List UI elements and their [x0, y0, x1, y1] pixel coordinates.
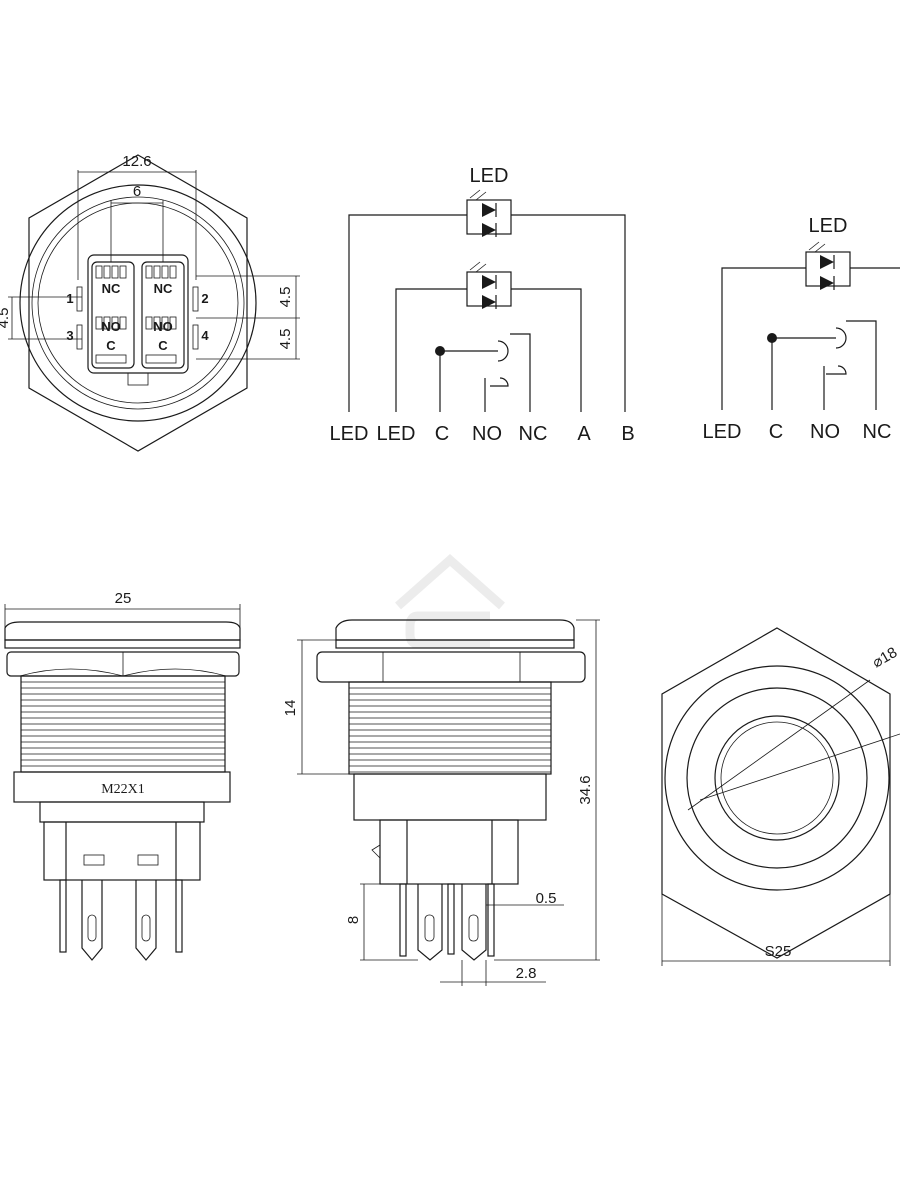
- dim-thread-length: 14: [282, 700, 299, 717]
- pin-number-1: 1: [66, 291, 73, 306]
- contact-label-nc-left: NC: [102, 281, 121, 296]
- watermark-logo: [395, 553, 505, 649]
- profile-view: 14 34.6 8 0.5 2.8: [282, 619, 600, 986]
- dim-outer-width: 12.6: [122, 153, 151, 170]
- terminal-label-3: C: [435, 423, 449, 445]
- terminal-label-7: B: [621, 423, 634, 445]
- contact-label-c-right: C: [158, 338, 168, 353]
- dim-right-pitch-bottom: 4.5: [277, 329, 294, 350]
- dim-hex-size: S25: [765, 943, 792, 960]
- thread-label: M22X1: [101, 782, 145, 797]
- schematic-single: LED LED C NO NC: [703, 215, 900, 443]
- led-title-single: LED: [809, 215, 848, 237]
- terminal-label-single-4: NC: [863, 421, 892, 443]
- terminal-label-single-2: C: [769, 421, 783, 443]
- schematic-bicolor: LED LED LED C NO NC A B: [330, 165, 635, 445]
- dim-diameter: ⌀18: [870, 644, 900, 672]
- dim-side-width: 25: [115, 590, 132, 607]
- terminal-label-1: LED: [330, 423, 369, 445]
- dim-right-pitch-top: 4.5: [277, 287, 294, 308]
- contact-label-no-right: NO: [153, 319, 173, 334]
- pin-number-4: 4: [201, 328, 209, 343]
- dim-terminal-thickness: 0.5: [536, 890, 557, 907]
- dim-inner-width: 6: [133, 183, 141, 200]
- led-title-bicolor: LED: [470, 165, 509, 187]
- side-view: 25 M22X1: [4, 590, 241, 961]
- front-view: ⌀18 S25: [661, 627, 900, 966]
- dim-terminal-width: 2.8: [516, 965, 537, 982]
- contact-label-nc-right: NC: [154, 281, 173, 296]
- bottom-view: NC NC NO NO C C 1 2 3 4 12.6 6 4.5 4.5: [0, 153, 300, 452]
- contact-label-c-left: C: [106, 338, 116, 353]
- contact-label-no-left: NO: [101, 319, 121, 334]
- pin-number-3: 3: [66, 328, 73, 343]
- terminal-label-5: NC: [519, 423, 548, 445]
- pin-number-2: 2: [201, 291, 208, 306]
- dim-left-pitch: 4.5: [0, 308, 12, 329]
- terminal-label-single-1: LED: [703, 421, 742, 443]
- terminal-label-6: A: [577, 423, 591, 445]
- dim-terminal-length: 8: [345, 916, 362, 924]
- terminal-label-2: LED: [377, 423, 416, 445]
- terminal-label-single-3: NO: [810, 421, 840, 443]
- dim-total-length: 34.6: [577, 775, 594, 804]
- terminal-label-4: NO: [472, 423, 502, 445]
